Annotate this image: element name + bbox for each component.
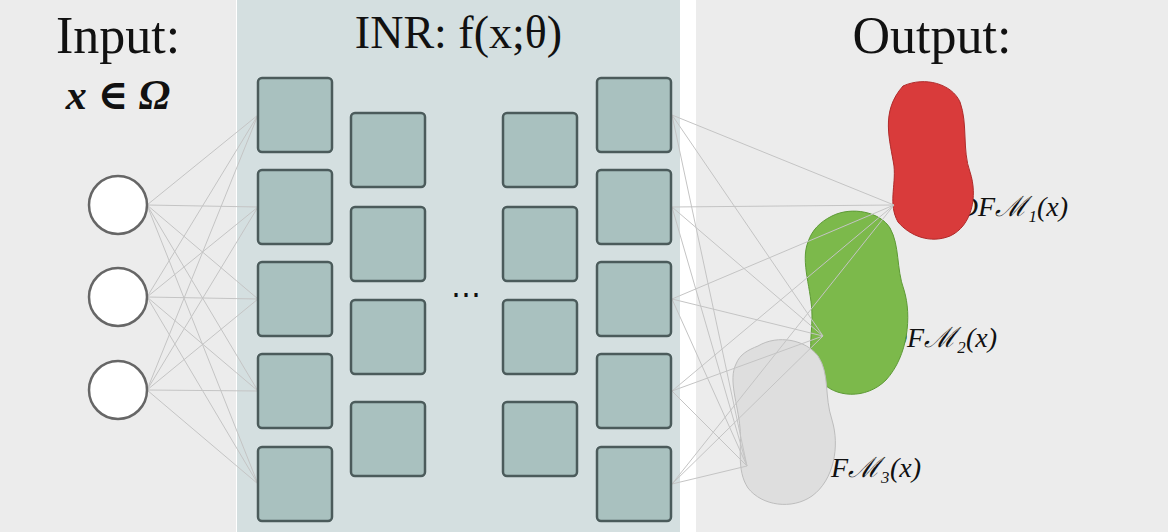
hidden-unit (597, 262, 671, 336)
input-neuron (89, 176, 147, 234)
input-neuron (89, 361, 147, 419)
network-connection (672, 391, 747, 466)
network-connection (672, 207, 823, 336)
network-connection (672, 336, 823, 484)
ellipsis: ⋯ (446, 276, 486, 311)
hidden-unit (258, 78, 332, 152)
network-connection (672, 115, 894, 205)
network-connection (147, 115, 258, 205)
hidden-unit (351, 113, 425, 187)
heart-shape (733, 340, 835, 505)
hidden-unit (597, 447, 671, 521)
network-connection (147, 115, 258, 297)
hidden-unit (351, 207, 425, 281)
network-connection (672, 207, 747, 466)
network-connection (672, 205, 894, 391)
network-connection (672, 115, 823, 336)
hidden-unit (351, 402, 425, 476)
network-connection (672, 299, 747, 466)
network-connection (672, 466, 747, 484)
network-connection (672, 205, 894, 299)
network-connection (672, 205, 894, 207)
hidden-unit (351, 300, 425, 374)
hidden-unit (258, 170, 332, 244)
network-connection (147, 297, 258, 484)
heart-shape (888, 82, 973, 240)
network-connection (147, 207, 258, 390)
hidden-unit (503, 402, 577, 476)
hidden-unit (503, 300, 577, 374)
network-connection (672, 299, 823, 336)
panel-title: Input: (0, 6, 236, 65)
hidden-unit (258, 447, 332, 521)
hidden-unit (258, 262, 332, 336)
network-connection (147, 205, 258, 484)
network-connection (672, 205, 894, 484)
panel-subtitle: x ∈ Ω (0, 70, 236, 119)
network-connection (147, 205, 258, 391)
hidden-unit (503, 113, 577, 187)
panel-title: Output: (696, 6, 1168, 65)
panel-title: INR: f(x;θ) (237, 6, 680, 59)
network-connection (147, 115, 258, 390)
network-connection (147, 390, 258, 484)
network-connection (147, 390, 258, 391)
network-connection (672, 336, 823, 391)
hidden-unit (503, 207, 577, 281)
network-connection (147, 299, 258, 390)
network-connection (147, 297, 258, 391)
network-connection (672, 115, 747, 466)
panel: Input: x ∈ Ω (0, 0, 236, 532)
input-neuron (89, 268, 147, 326)
hidden-unit (597, 354, 671, 428)
hidden-unit (258, 354, 332, 428)
hidden-unit (597, 78, 671, 152)
hidden-unit (597, 170, 671, 244)
